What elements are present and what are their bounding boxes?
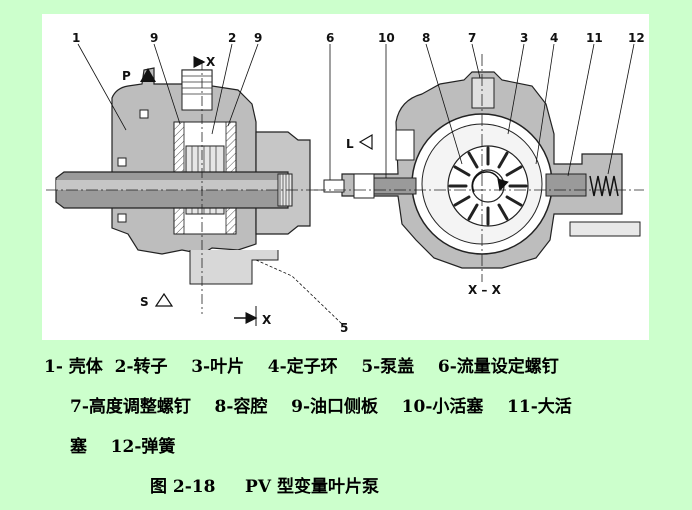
vane — [453, 165, 471, 177]
section-mark-top: X — [206, 55, 216, 69]
spring — [589, 175, 619, 197]
vane — [497, 203, 509, 221]
callout-3: 3 — [520, 31, 528, 45]
p-port-label: P — [122, 69, 131, 83]
pv-vane-pump-drawing: 1 9 2 9 6 10 8 7 3 4 11 12 5 P S L X X X… — [46, 31, 645, 335]
l-port-label: L — [346, 137, 354, 151]
l-port-marker — [358, 133, 373, 151]
callout-6: 6 — [326, 31, 334, 45]
vane — [497, 151, 509, 169]
callout-4: 4 — [550, 31, 558, 45]
s-port-label: S — [140, 295, 149, 309]
section-mark-bottom: X — [262, 313, 272, 327]
legend-line-3: 塞 12-弹簧 — [70, 437, 176, 457]
callout-9-left: 9 — [150, 31, 158, 45]
small-piston — [371, 177, 417, 195]
p-port-marker — [140, 68, 156, 82]
large-piston — [545, 173, 587, 197]
callout-1: 1 — [72, 31, 80, 45]
pump-drawing-panel: 1 9 2 9 6 10 8 7 3 4 11 12 5 P S L X X X… — [42, 14, 649, 340]
vane — [453, 195, 471, 207]
callout-7: 7 — [468, 31, 476, 45]
section-view-label: X – X — [468, 283, 502, 297]
vane — [505, 165, 523, 177]
vane — [505, 195, 523, 207]
callout-11: 11 — [586, 31, 603, 45]
legend-line-2: 7-高度调整螺钉 8-容腔 9-油口侧板 10-小活塞 11-大活 — [70, 397, 572, 417]
callout-5: 5 — [340, 321, 348, 335]
callout-2: 2 — [228, 31, 236, 45]
s-port-marker — [154, 292, 174, 307]
cross-section-view — [314, 54, 644, 282]
callout-12: 12 — [628, 31, 645, 45]
callout-10: 10 — [378, 31, 395, 45]
vane — [467, 151, 479, 169]
callout-9-right: 9 — [254, 31, 262, 45]
legend-line-1: 1- 壳体 2-转子 3-叶片 4-定子环 5-泵盖 6-流量设定螺钉 — [44, 357, 559, 377]
vane — [467, 203, 479, 221]
side-section-view — [46, 56, 343, 326]
vanes — [448, 146, 528, 226]
figure-caption: 图 2-18 PV 型变量叶片泵 — [150, 477, 379, 497]
callout-8: 8 — [422, 31, 430, 45]
